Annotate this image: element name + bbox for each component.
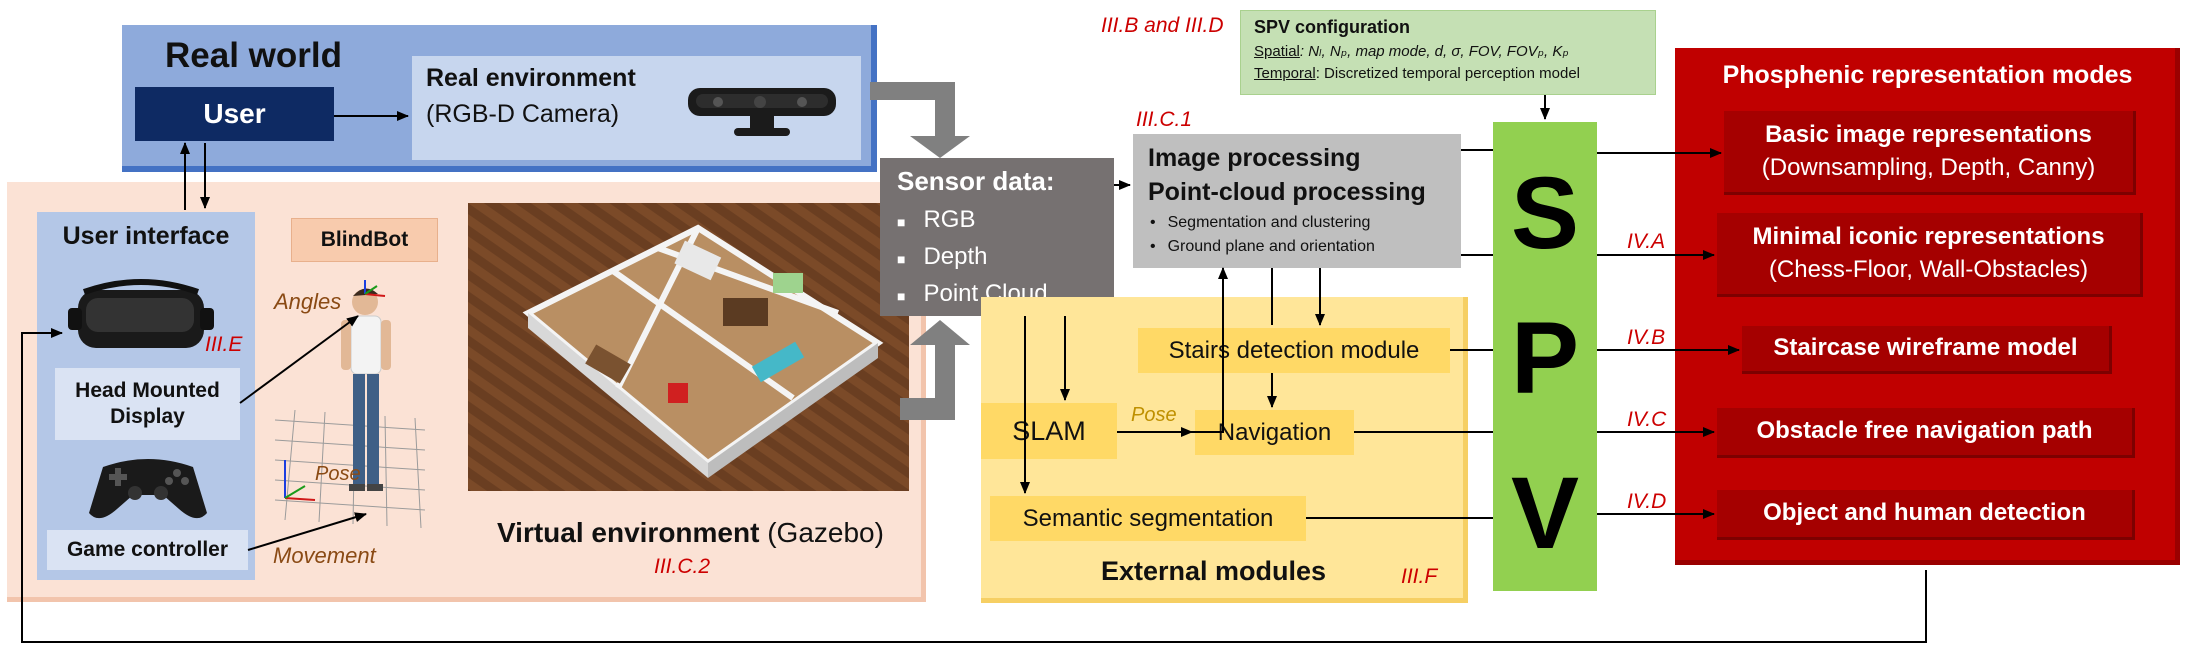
processing-bullet-ground-plane: •Ground plane and orientation [1150, 238, 1375, 255]
ref-iii-c-1: III.C.1 [1136, 108, 1193, 131]
ref-iv-b: IV.B [1627, 326, 1666, 349]
real-environment-title: Real environment [426, 64, 636, 92]
house-render-icon [468, 203, 909, 491]
phosphenic-modes-title: Phosphenic representation modes [1722, 61, 2133, 89]
spv-configuration-temporal: Temporal: Discretized temporal perceptio… [1254, 65, 1580, 82]
mode-staircase-wireframe: Staircase wireframe model [1742, 326, 2112, 374]
spv-configuration-spatial: Spatial: Nₗ, Nₚ, map mode, d, σ, FOV, FO… [1254, 43, 1569, 60]
virtual-environment-engine: (Gazebo) [767, 517, 884, 548]
ref-iii-e: III.E [205, 333, 243, 356]
mode-object-human-detection: Object and human detection [1717, 490, 2135, 540]
ref-iii-f: III.F [1401, 565, 1438, 588]
spv-configuration-box [1240, 10, 1656, 95]
pose-label-slam: Pose [1131, 404, 1177, 426]
semantic-segmentation-box: Semantic segmentation [990, 496, 1306, 541]
sensor-data-box [880, 158, 1114, 316]
image-processing-box [1133, 134, 1461, 268]
spv-letter-p: P [1510, 301, 1580, 415]
image-processing-title: Image processing [1148, 144, 1361, 172]
mode-basic-image: Basic image representations (Downsamplin… [1724, 111, 2136, 195]
ref-iii-c-2: III.C.2 [654, 555, 711, 578]
sensor-item-rgb: ■RGB [897, 206, 976, 233]
game-controller-box: Game controller [47, 530, 248, 570]
user-interface-title: User interface [62, 222, 230, 250]
spv-configuration-title: SPV configuration [1254, 17, 1411, 37]
pose-label-avatar: Pose [315, 463, 361, 485]
game-controller-icon [89, 459, 207, 519]
angles-label: Angles [274, 289, 342, 314]
virtual-environment-title: Virtual environment (Gazebo) [497, 517, 884, 549]
point-cloud-processing-title: Point-cloud processing [1148, 178, 1426, 206]
virtual-environment-name: Virtual environment [497, 517, 760, 548]
user-box: User [135, 87, 334, 141]
stairs-detection-box: Stairs detection module [1138, 328, 1450, 373]
external-modules-title: External modules [1101, 556, 1327, 586]
ref-iii-b-and-iii-d: III.B and III.D [1101, 14, 1224, 37]
mode-basic-image-title: Basic image representations [1765, 121, 2092, 149]
spv-letter-v: V [1510, 456, 1580, 570]
mode-obstacle-free-path: Obstacle free navigation path [1717, 408, 2135, 458]
ref-iv-d: IV.D [1627, 490, 1667, 513]
navigation-box: Navigation [1195, 410, 1354, 455]
avatar-grid-icon [275, 280, 425, 529]
rgbd-camera-icon [688, 88, 836, 136]
mode-minimal-iconic-title: Minimal iconic representations [1752, 223, 2105, 251]
mode-basic-image-detail: (Downsampling, Depth, Canny) [1761, 153, 2096, 181]
movement-label: Movement [273, 543, 376, 568]
mode-minimal-iconic: Minimal iconic representations (Chess-Fl… [1717, 213, 2143, 297]
spv-letter-s: S [1510, 156, 1580, 270]
blindbot-label-box: BlindBot [291, 218, 438, 262]
real-environment-box [412, 56, 861, 160]
head-mounted-display-box: Head Mounted Display [55, 368, 240, 440]
sensor-data-title: Sensor data: [897, 166, 1055, 196]
slam-box: SLAM [981, 403, 1117, 459]
ref-iv-a: IV.A [1627, 230, 1666, 253]
vr-headset-icon [68, 279, 214, 348]
mode-minimal-iconic-detail: (Chess-Floor, Wall-Obstacles) [1768, 255, 2089, 283]
virtual-environment-render [468, 203, 909, 491]
real-environment-subtitle: (RGB-D Camera) [426, 100, 620, 128]
ref-iv-c: IV.C [1627, 408, 1667, 431]
processing-bullet-segmentation: •Segmentation and clustering [1150, 214, 1371, 231]
real-world-title: Real world [165, 36, 342, 75]
sensor-item-depth: ■Depth [897, 243, 988, 270]
